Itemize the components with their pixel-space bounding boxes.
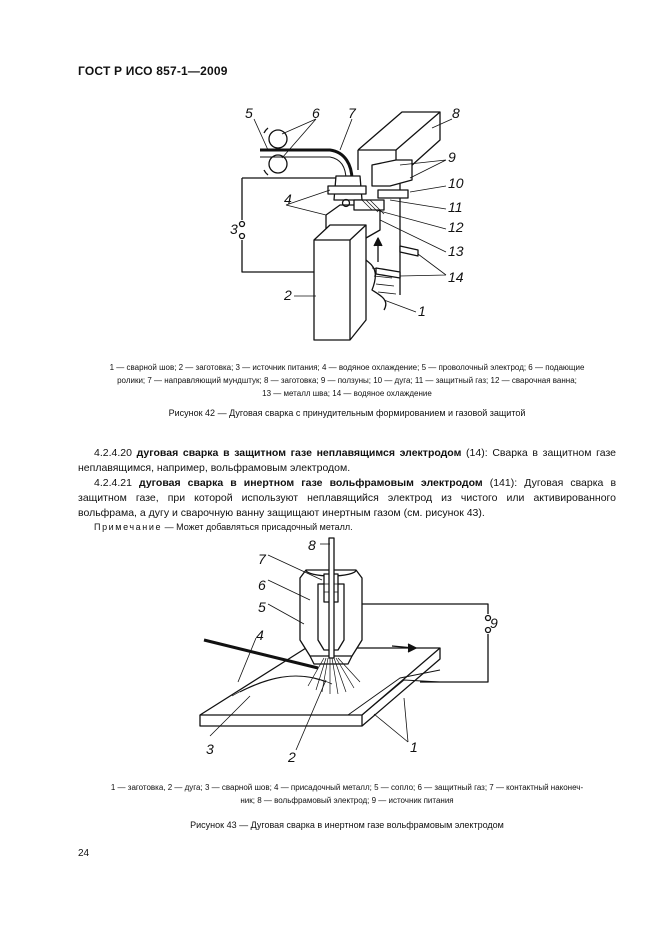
fig43-callout-9: 9 — [490, 615, 498, 631]
figure-43-diagram: 8 7 6 5 4 9 3 2 1 — [199, 537, 498, 765]
fig42-callout-5: 5 — [245, 105, 253, 121]
fig42-callout-9: 9 — [448, 149, 456, 165]
fig42-callout-8: 8 — [452, 105, 460, 121]
fig42-callout-1: 1 — [418, 303, 426, 319]
fig43-callout-8: 8 — [308, 537, 316, 553]
term-code: (14): — [466, 447, 488, 459]
fig43-callout-7: 7 — [258, 551, 267, 567]
fig43-callout-6: 6 — [258, 577, 266, 593]
fig42-callout-4: 4 — [284, 191, 292, 207]
fig43-callout-3: 3 — [206, 741, 214, 757]
fig42-callout-13: 13 — [448, 243, 464, 259]
fig42-callout-12: 12 — [448, 219, 464, 235]
figure-43-legend: 1 — заготовка, 2 — дуга; 3 — сварной шов… — [78, 781, 616, 807]
term-code: (141): — [489, 477, 518, 489]
fig42-callout-3: 3 — [230, 221, 238, 237]
legend-line: ролики; 7 — направляющий мундштук; 8 — з… — [117, 376, 577, 385]
fig43-callout-2: 2 — [287, 749, 296, 765]
fig42-callout-6: 6 — [312, 105, 320, 121]
figure-42-caption: Рисунок 42 — Дуговая сварка с принудител… — [168, 408, 526, 418]
legend-line: ник; 8 — вольфрамовый электрод; 9 — исто… — [240, 796, 454, 805]
section-number: 4.2.4.20 — [94, 447, 132, 459]
fig42-callout-14: 14 — [448, 269, 464, 285]
section-4-2-4-20: 4.2.4.20 дуговая сварка в защитном газе … — [78, 446, 616, 476]
definition: Сварка в защитном газе неплавящимся, нап… — [78, 447, 617, 474]
fig42-callout-2: 2 — [283, 287, 292, 303]
fig42-callout-10: 10 — [448, 175, 464, 191]
section-number: 4.2.4.21 — [94, 477, 132, 489]
term: дуговая сварка в инертном газе вольфрамо… — [139, 477, 483, 489]
figure-42-legend: 1 — сварной шов; 2 — заготовка; 3 — исто… — [78, 361, 616, 400]
definition: Дуговая сварка в защитном газе, при кото… — [78, 477, 617, 519]
fig42-callout-11: 11 — [448, 199, 463, 215]
fig43-callout-5: 5 — [258, 599, 266, 615]
figure-43-caption: Рисунок 43 — Дуговая сварка в инертном г… — [190, 820, 504, 830]
note: Примечание — Может добавляться присадочн… — [94, 522, 353, 532]
page-number: 24 — [78, 848, 90, 859]
fig43-callout-4: 4 — [256, 627, 264, 643]
legend-line: 1 — заготовка, 2 — дуга; 3 — сварной шов… — [110, 783, 584, 792]
document-header: ГОСТ Р ИСО 857-1—2009 — [78, 64, 228, 78]
section-4-2-4-21: 4.2.4.21 дуговая сварка в инертном газе … — [78, 476, 616, 521]
note-label: Примечание — [94, 522, 163, 532]
fig42-callout-7: 7 — [348, 105, 357, 121]
figure-42-diagram: 5 6 7 8 9 10 11 12 13 14 4 3 2 1 — [230, 105, 464, 341]
legend-line: 1 — сварной шов; 2 — заготовка; 3 — исто… — [109, 363, 585, 372]
fig43-callout-1: 1 — [410, 739, 418, 755]
term: дуговая сварка в защитном газе неплавящи… — [136, 447, 462, 459]
legend-line: 13 — металл шва; 14 — водяное охлаждение — [262, 389, 432, 398]
note-text: — Может добавляться присадочный металл. — [164, 522, 353, 532]
